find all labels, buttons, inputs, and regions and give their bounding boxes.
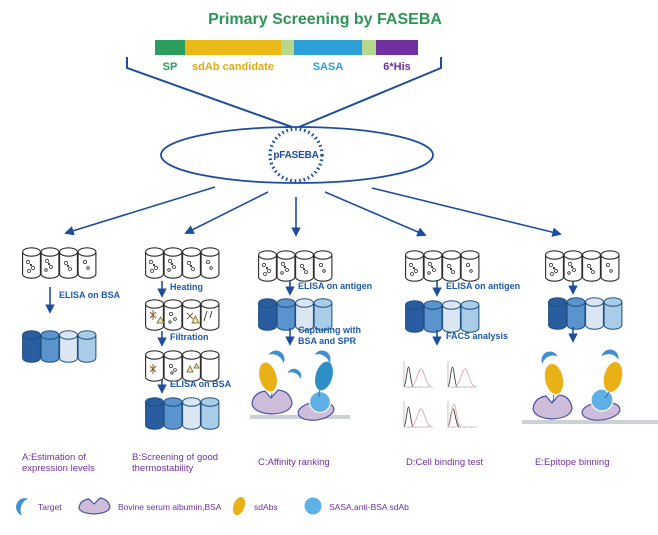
facs-plot [446, 400, 478, 429]
branch-e-graphics [522, 251, 658, 424]
plasmid-label: pFASEBA [273, 150, 319, 161]
facs-plots [402, 360, 478, 429]
target-crescent-icon [268, 347, 288, 364]
branch-c-graphics [250, 251, 350, 421]
branch-result-c: C:Affinity ranking [258, 457, 330, 468]
step-label-facs: FACS analysis [446, 331, 509, 341]
facs-plot [446, 360, 478, 389]
bsa-blob-notched [251, 389, 293, 415]
legend-icons [13, 495, 322, 516]
epitope-binning-illustration [522, 348, 658, 424]
branch-arrows [64, 186, 562, 237]
surface-line [522, 420, 658, 424]
page-title: Primary Screening by FASEBA [208, 11, 442, 28]
legend-label-bsa: Bovine serum albumin,BSA [118, 502, 222, 512]
branch-result-e: E:Epitope binning [535, 457, 610, 468]
sasa-circle-icon [308, 390, 332, 414]
legend-label-target: Target [38, 502, 62, 512]
step-label-elisa-bsa-b: ELISA on BSA [170, 379, 232, 389]
step-label-elisa-antigen-c: ELISA on antigen [298, 281, 373, 291]
step-label-capturing: Capturing with BSA and SPR [298, 325, 361, 346]
step-label-filtration: Filtration [170, 332, 209, 342]
sdab-ellipse-icon [232, 496, 246, 516]
bsa-blob-notched [532, 394, 573, 420]
sdab-blue-ellipse [313, 360, 335, 392]
legend-label-sdabs: sdAbs [254, 502, 278, 512]
target-crescent-icon [287, 366, 304, 380]
branch-d-graphics [402, 251, 479, 429]
funnel-lines [126, 57, 442, 128]
segment-label-his: 6*His [383, 61, 411, 73]
target-crescent-icon [538, 348, 558, 364]
branch-result-a: A:Estimation of expression levels [22, 452, 95, 475]
segment-label-sdab: sdAb candidate [192, 61, 274, 73]
facs-plot [402, 360, 434, 389]
facs-plot [402, 400, 434, 429]
branch-result-b: B:Screening of good thermostability [132, 452, 219, 475]
sasa-circle-icon [304, 497, 322, 515]
step-label-elisa-antigen-d: ELISA on antigen [446, 281, 521, 291]
gene-construct-bar [155, 40, 418, 55]
bsa-blob-icon [78, 497, 111, 515]
host-cell-ellipse [160, 126, 434, 184]
target-crescent-icon [601, 348, 620, 360]
plasmid-circle-icon [268, 127, 324, 183]
branch-result-d: D:Cell binding test [406, 457, 484, 468]
sdab-yellow-ellipse [543, 362, 565, 396]
branch-b-graphics [146, 248, 219, 430]
step-label-heating: Heating [170, 282, 204, 292]
affinity-spr-illustration [250, 347, 350, 421]
legend-label-sasa: SASA,anti-BSA sdAb [329, 502, 409, 512]
branch-a-graphics [23, 248, 96, 363]
target-crescent-icon [13, 495, 29, 516]
sdab-yellow-ellipse [257, 361, 279, 393]
step-label-elisa-bsa-a: ELISA on BSA [59, 290, 121, 300]
segment-label-sasa: SASA [312, 61, 344, 73]
segment-label-sp: SP [162, 61, 178, 73]
